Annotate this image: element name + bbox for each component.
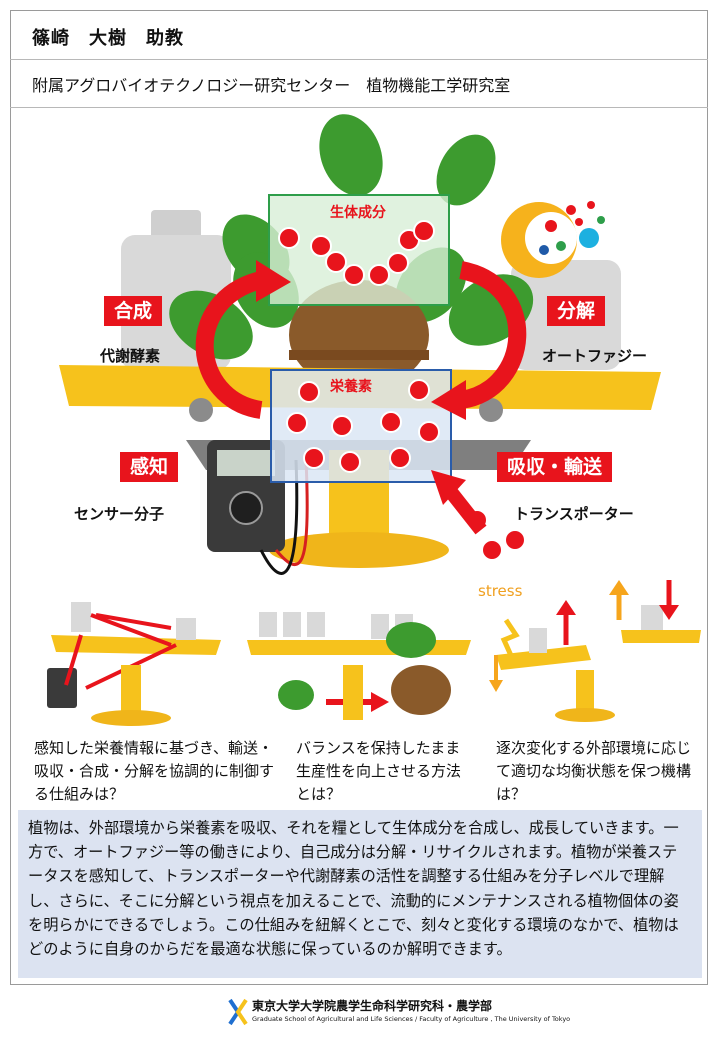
degradation-sublabel: オートファジー	[542, 347, 648, 365]
sensing-label: 感知	[120, 452, 179, 482]
footer-institution-jp: 東京大学大学院農学生命科学研究科・農学部	[252, 999, 493, 1013]
synthesis-sublabel: 代謝酵素	[100, 347, 161, 365]
mini-illus-3	[489, 580, 701, 722]
nutrient-dots	[286, 379, 440, 473]
uptake-transport-label: 吸収・輸送	[497, 452, 613, 482]
university-logo-icon	[228, 998, 248, 1026]
question-1: 感知した栄養情報に基づき、輸送・吸収・合成・分解を協調的に制御する仕組みは？	[34, 739, 275, 803]
researcher-name: 篠崎 大樹 助教	[32, 28, 184, 49]
synthesis-arrow-icon	[195, 260, 291, 419]
multimeter-icon	[207, 440, 309, 575]
autophagy-icon	[501, 201, 605, 278]
question-2: バランスを保持したまま生産性を向上させる方法とは？	[296, 739, 462, 803]
nutrient-box-title: 栄養素	[330, 379, 372, 395]
sensing-sublabel: センサー分子	[74, 505, 165, 523]
footer-institution-en: Graduate School of Agricultural and Life…	[252, 1015, 571, 1023]
uptake-arrow-icon	[431, 470, 487, 535]
degradation-label: 分解	[547, 296, 606, 326]
plant-pot-icon	[289, 280, 429, 390]
mini-illus-2	[247, 612, 471, 720]
header-affiliation-row	[10, 60, 708, 108]
uptake-transport-sublabel: トランスポーター	[514, 505, 634, 523]
stress-label: stress	[478, 582, 523, 600]
biomolecule-box-title: 生体成分	[330, 205, 386, 221]
affiliation: 附属アグロバイオテクノロジー研究センター 植物機能工学研究室	[32, 76, 511, 95]
header-name-row	[10, 10, 708, 60]
mini-illus-1	[47, 602, 221, 726]
synthesis-label: 合成	[104, 296, 163, 326]
balance-diagram	[47, 114, 701, 726]
question-3: 逐次変化する外部環境に応じて適切な均衡状態を保つ機構は？	[496, 739, 692, 803]
degradation-arrow-icon	[431, 261, 527, 420]
summary-text: 植物は、外部環境から栄養素を吸収、それを糧として生体成分を合成し、成長していきま…	[18, 810, 702, 978]
biomolecule-dots	[278, 220, 435, 286]
poster-frame	[10, 10, 708, 985]
